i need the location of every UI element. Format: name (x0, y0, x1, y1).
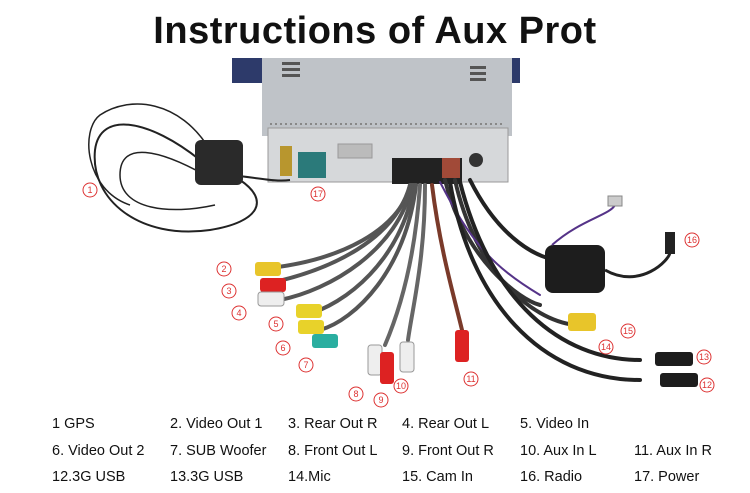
svg-text:6: 6 (280, 343, 285, 353)
rca-connectors-bottom (367, 330, 469, 384)
legend-item-16: 16. Radio (520, 469, 583, 485)
legend-item-12: 12.3G USB (52, 469, 126, 485)
gps-antenna (88, 103, 291, 233)
legend-item-11: 11. Aux In R (634, 443, 712, 459)
callout-8: 8 (348, 386, 364, 402)
diagram-title: Instructions of Aux Prot (153, 10, 597, 52)
svg-text:1: 1 (87, 185, 92, 195)
svg-text:9: 9 (378, 395, 383, 405)
svg-text:11: 11 (466, 374, 475, 384)
callout-9: 9 (373, 392, 389, 408)
callout-6: 6 (275, 340, 291, 356)
callout-13: 13 (696, 349, 712, 365)
callout-4: 4 (231, 305, 247, 321)
right-connectors (545, 195, 698, 387)
callout-15: 15 (620, 323, 636, 339)
callout-12: 12 (699, 377, 715, 393)
svg-text:16: 16 (687, 235, 697, 245)
svg-text:5: 5 (273, 319, 278, 329)
legend-item-3: 3. Rear Out R (288, 416, 378, 432)
svg-text:12: 12 (702, 380, 712, 390)
legend-item-15: 15. Cam In (402, 469, 473, 485)
legend-item-9: 9. Front Out R (402, 443, 494, 459)
svg-text:7: 7 (303, 360, 308, 370)
legend-item-13: 13.3G USB (170, 469, 244, 485)
wiring-diagram: 1 2 3 4 5 6 7 8 9 10 11 12 13 14 15 16 1… (82, 58, 715, 408)
callout-10: 10 (393, 378, 409, 394)
svg-text:14: 14 (601, 342, 611, 352)
legend-item-1: 1 GPS (52, 416, 95, 432)
legend-item-17: 17. Power (634, 469, 700, 485)
cable-harness (268, 178, 642, 382)
callout-16: 16 (684, 232, 700, 248)
callout-7: 7 (298, 357, 314, 373)
svg-text:13: 13 (699, 352, 709, 362)
callout-17: 17 (310, 186, 326, 202)
legend-item-6: 6. Video Out 2 (52, 443, 145, 459)
head-unit (232, 58, 520, 184)
svg-text:15: 15 (623, 326, 633, 336)
callout-1: 1 (82, 182, 98, 198)
svg-text:2: 2 (221, 264, 226, 274)
callout-2: 2 (216, 261, 232, 277)
svg-text:4: 4 (236, 308, 241, 318)
legend-item-14: 14.Mic (288, 469, 331, 485)
svg-text:10: 10 (396, 381, 406, 391)
legend-item-8: 8. Front Out L (288, 443, 378, 459)
legend-item-5: 5. Video In (520, 416, 590, 432)
legend-item-2: 2. Video Out 1 (170, 416, 263, 432)
callout-3: 3 (221, 283, 237, 299)
svg-text:17: 17 (313, 189, 323, 199)
legend-item-4: 4. Rear Out L (402, 416, 490, 432)
callout-11: 11 (463, 371, 479, 387)
legend: 1 GPS 2. Video Out 1 3. Rear Out R 4. Re… (0, 412, 750, 493)
svg-text:8: 8 (353, 389, 358, 399)
legend-item-7: 7. SUB Woofer (170, 443, 267, 459)
legend-item-10: 10. Aux In L (520, 443, 597, 459)
callout-14: 14 (598, 339, 614, 355)
rca-connectors-left (255, 262, 338, 348)
callout-5: 5 (268, 316, 284, 332)
svg-text:3: 3 (226, 286, 231, 296)
